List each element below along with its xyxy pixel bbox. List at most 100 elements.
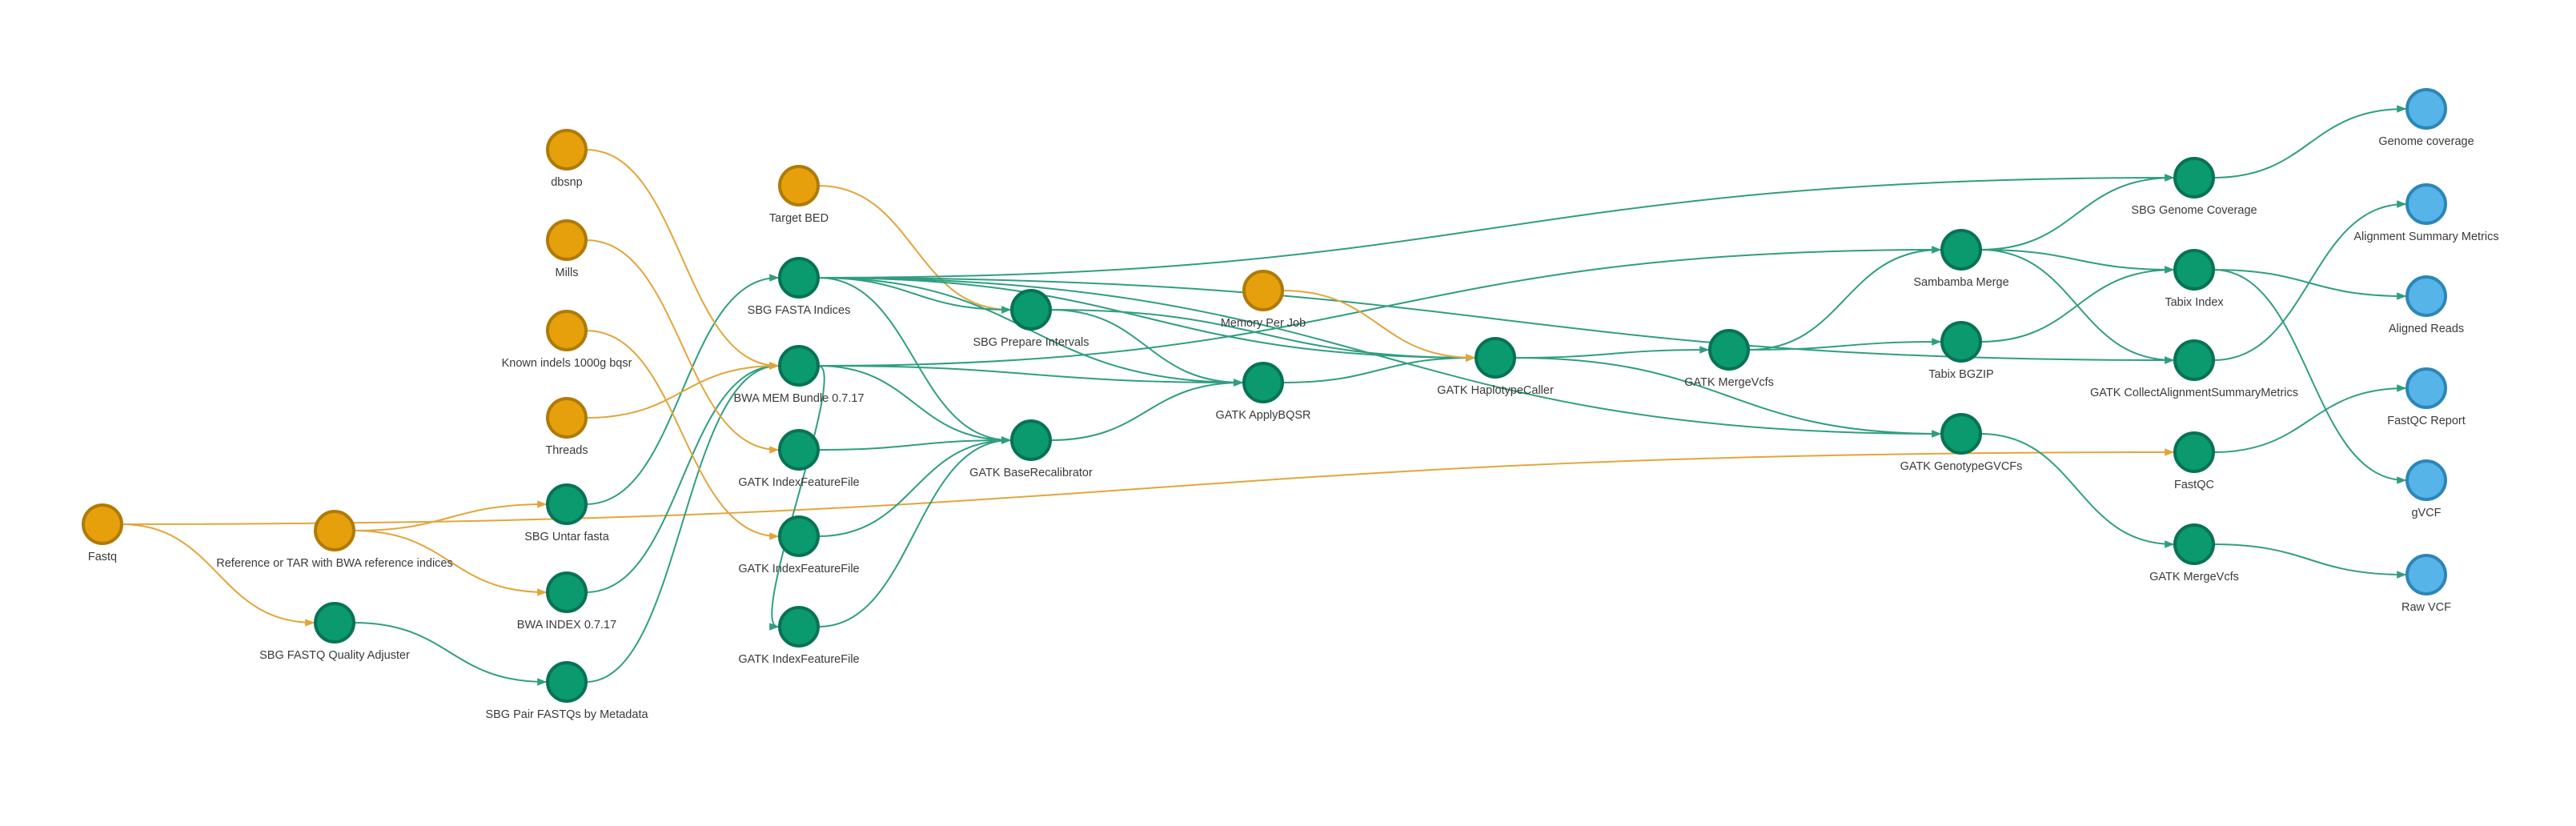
input-node-target-bed[interactable]: Target BED bbox=[769, 165, 829, 225]
output-node-out-gvcf[interactable]: gVCF bbox=[2405, 459, 2447, 519]
step-node-circle[interactable] bbox=[546, 483, 588, 525]
step-node-gatk-hc[interactable]: GATK HaplotypeCaller bbox=[1437, 337, 1554, 397]
step-node-circle[interactable] bbox=[2173, 431, 2215, 473]
step-node-gatk-mergevcfs-1[interactable]: GATK MergeVcfs bbox=[1684, 329, 1774, 389]
step-node-gatk-collect[interactable]: GATK CollectAlignmentSummaryMetrics bbox=[2090, 339, 2298, 399]
edge-ref_tar-to-bwa_index bbox=[353, 530, 548, 596]
step-node-idx-feat-2[interactable]: GATK IndexFeatureFile bbox=[738, 515, 860, 575]
step-node-circle[interactable] bbox=[1242, 362, 1284, 403]
output-node-circle[interactable] bbox=[2405, 183, 2447, 225]
step-node-circle[interactable] bbox=[2173, 157, 2215, 198]
output-node-circle[interactable] bbox=[2405, 275, 2447, 317]
step-node-circle[interactable] bbox=[778, 515, 820, 557]
edges-layer bbox=[121, 105, 2407, 686]
input-node-circle[interactable] bbox=[778, 165, 820, 206]
node-label: GATK CollectAlignmentSummaryMetrics bbox=[2090, 387, 2298, 399]
output-node-out-raw-vcf[interactable]: Raw VCF bbox=[2401, 554, 2451, 614]
edge-fastqc-to-out_fastqc bbox=[2213, 384, 2407, 453]
node-label: Aligned Reads bbox=[2389, 323, 2464, 335]
step-node-circle[interactable] bbox=[2173, 339, 2215, 381]
step-node-circle[interactable] bbox=[2173, 249, 2215, 291]
output-node-circle[interactable] bbox=[2405, 554, 2447, 595]
step-node-gatk-bqsr[interactable]: GATK BaseRecalibrator bbox=[969, 419, 1093, 479]
edge-gatk_mergevcfs_2-to-out_raw_vcf bbox=[2213, 543, 2407, 579]
input-node-fastq[interactable]: Fastq bbox=[82, 503, 123, 563]
node-label: Mills bbox=[556, 267, 579, 279]
step-node-gatk-applybqsr[interactable]: GATK ApplyBQSR bbox=[1216, 362, 1311, 422]
step-node-circle[interactable] bbox=[1010, 419, 1052, 461]
input-node-memory-per-job[interactable]: Memory Per Job bbox=[1221, 270, 1306, 330]
step-node-tabix-bgzip[interactable]: Tabix BGZIP bbox=[1928, 321, 1994, 381]
step-node-circle[interactable] bbox=[778, 345, 820, 387]
input-node-circle[interactable] bbox=[546, 397, 588, 439]
step-node-sbg-fastq-qa[interactable]: SBG FASTQ Quality Adjuster bbox=[259, 602, 410, 662]
node-label: Tabix BGZIP bbox=[1928, 368, 1993, 381]
input-node-circle[interactable] bbox=[546, 219, 588, 261]
step-node-gatk-genotype[interactable]: GATK GenotypeGVCFs bbox=[1900, 413, 2023, 473]
input-node-circle[interactable] bbox=[546, 310, 588, 351]
node-label: Threads bbox=[545, 444, 588, 457]
step-node-sbg-fasta-indices[interactable]: SBG FASTA Indices bbox=[748, 257, 851, 317]
step-node-circle[interactable] bbox=[1475, 337, 1516, 379]
edge-bwa_mem-to-sambamba_merge bbox=[817, 246, 1942, 367]
input-node-known-indels[interactable]: Known indels 1000g bqsr bbox=[502, 310, 632, 370]
edge-sbg_fasta_indices-to-gatk_collect bbox=[817, 277, 2175, 364]
step-node-circle[interactable] bbox=[1708, 329, 1750, 371]
edge-ref_tar-to-sbg_untar bbox=[353, 500, 548, 531]
step-node-idx-feat-1[interactable]: GATK IndexFeatureFile bbox=[738, 429, 860, 489]
node-label: SBG Pair FASTQs by Metadata bbox=[485, 708, 648, 721]
step-node-circle[interactable] bbox=[778, 606, 820, 648]
step-node-sbg-genome-cov[interactable]: SBG Genome Coverage bbox=[2131, 157, 2257, 217]
input-node-threads[interactable]: Threads bbox=[545, 397, 588, 457]
output-node-circle[interactable] bbox=[2405, 367, 2447, 409]
edge-sbg_fastq_qa-to-sbg_pair bbox=[353, 622, 548, 686]
node-label: FastQC Report bbox=[2387, 415, 2466, 427]
step-node-circle[interactable] bbox=[546, 571, 588, 613]
node-label: Tabix Index bbox=[2165, 296, 2224, 309]
step-node-fastqc[interactable]: FastQC bbox=[2173, 431, 2215, 491]
output-node-out-genome-cov[interactable]: Genome coverage bbox=[2378, 88, 2474, 148]
step-node-gatk-mergevcfs-2[interactable]: GATK MergeVcfs bbox=[2149, 523, 2239, 583]
output-node-out-aligned-reads[interactable]: Aligned Reads bbox=[2389, 275, 2464, 335]
input-node-circle[interactable] bbox=[546, 129, 588, 170]
step-node-circle[interactable] bbox=[778, 257, 820, 299]
node-label: SBG FASTA Indices bbox=[748, 304, 851, 317]
edge-sbg_fasta_indices-to-gatk_bqsr bbox=[817, 277, 1012, 444]
output-node-circle[interactable] bbox=[2405, 88, 2447, 130]
output-node-circle[interactable] bbox=[2405, 459, 2447, 501]
edge-gatk_hc-to-gatk_genotype bbox=[1514, 357, 1942, 438]
nodes-layer: Fastq Reference or TAR with BWA reference… bbox=[82, 88, 2499, 721]
step-node-sbg-pair[interactable]: SBG Pair FASTQs by Metadata bbox=[485, 661, 648, 721]
step-node-sambamba-merge[interactable]: Sambamba Merge bbox=[1913, 229, 2009, 289]
input-node-dbsnp[interactable]: dbsnp bbox=[546, 129, 588, 189]
edge-target_bed-to-sbg_prep_int bbox=[817, 185, 1012, 314]
input-node-circle[interactable] bbox=[1242, 270, 1284, 311]
step-node-circle[interactable] bbox=[546, 661, 588, 703]
input-node-mills[interactable]: Mills bbox=[546, 219, 588, 279]
edge-bwa_index-to-bwa_mem bbox=[585, 362, 780, 593]
step-node-idx-feat-3[interactable]: GATK IndexFeatureFile bbox=[738, 606, 860, 666]
step-node-circle[interactable] bbox=[1010, 289, 1052, 331]
output-node-out-align-metrics[interactable]: Alignment Summary Metrics bbox=[2353, 183, 2499, 243]
step-node-tabix-index[interactable]: Tabix Index bbox=[2165, 249, 2224, 309]
edge-idx_feat_2-to-gatk_bqsr bbox=[817, 436, 1012, 537]
input-node-circle[interactable] bbox=[82, 503, 123, 545]
step-node-sbg-prep-int[interactable]: SBG Prepare Intervals bbox=[973, 289, 1089, 349]
step-node-circle[interactable] bbox=[2173, 523, 2215, 565]
input-node-ref-tar[interactable]: Reference or TAR with BWA reference indi… bbox=[216, 510, 453, 570]
edge-gatk_applybqsr-to-gatk_hc bbox=[1282, 354, 1476, 383]
step-node-bwa-mem[interactable]: BWA MEM Bundle 0.7.17 bbox=[733, 345, 865, 405]
step-node-circle[interactable] bbox=[1940, 321, 1982, 363]
step-node-circle[interactable] bbox=[314, 602, 355, 644]
step-node-bwa-index[interactable]: BWA INDEX 0.7.17 bbox=[517, 571, 616, 632]
node-label: Raw VCF bbox=[2401, 601, 2451, 614]
node-label: GATK IndexFeatureFile bbox=[738, 476, 859, 489]
input-node-circle[interactable] bbox=[314, 510, 355, 551]
node-label: SBG Prepare Intervals bbox=[973, 336, 1089, 349]
step-node-sbg-untar[interactable]: SBG Untar fasta bbox=[524, 483, 610, 543]
step-node-circle[interactable] bbox=[1940, 413, 1982, 455]
step-node-circle[interactable] bbox=[1940, 229, 1982, 271]
step-node-circle[interactable] bbox=[778, 429, 820, 471]
output-node-out-fastqc[interactable]: FastQC Report bbox=[2387, 367, 2466, 427]
